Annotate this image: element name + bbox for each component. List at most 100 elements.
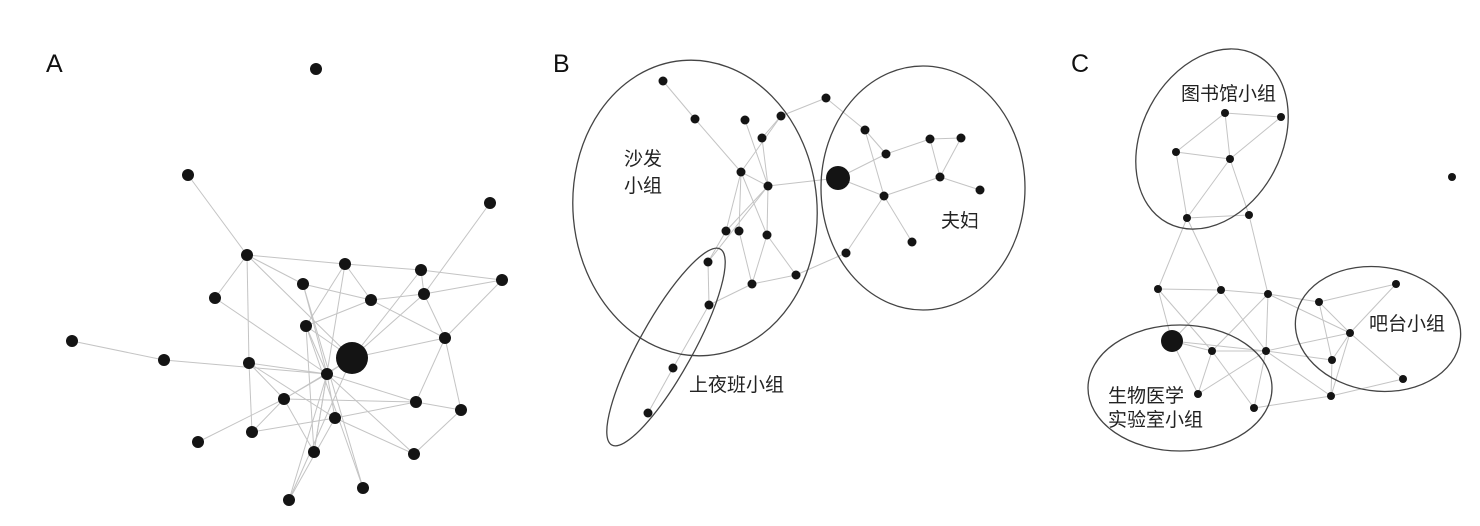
network-edge-a (288, 357, 353, 501)
network-edge-a (251, 398, 285, 433)
network-node-c (1194, 390, 1202, 398)
network-edge-b (672, 304, 710, 369)
group-label-biomed-lab-line1: 生物医学 (1108, 385, 1184, 407)
network-edge-a (302, 283, 372, 301)
network-edge-a (351, 293, 425, 359)
network-node-b (762, 230, 772, 240)
network-edge-c (1318, 301, 1351, 334)
network-node-a (283, 494, 295, 506)
network-edge-a (444, 279, 503, 339)
ego-node-a (336, 342, 368, 374)
network-edge-c (1157, 217, 1188, 290)
network-edge-a (370, 299, 446, 339)
network-edge-a (246, 254, 346, 265)
network-node-b (907, 237, 917, 247)
network-node-a (329, 412, 341, 424)
network-edge-c (1229, 158, 1250, 216)
network-edge-b (708, 283, 753, 306)
network-edge-b (707, 230, 727, 263)
network-edge-b (738, 230, 753, 285)
network-node-b (763, 181, 773, 191)
network-edge-c (1220, 289, 1269, 295)
network-edge-a (423, 202, 491, 295)
network-node-b (935, 172, 945, 182)
network-node-a (241, 249, 253, 261)
network-node-b (740, 115, 750, 125)
network-node-c (1277, 113, 1285, 121)
network-node-b (860, 125, 870, 135)
network-node-a (66, 335, 78, 347)
network-edge-c (1197, 350, 1267, 395)
network-edge-b (939, 137, 962, 178)
network-edge-b (725, 185, 769, 232)
network-edge-a (423, 279, 503, 295)
network-edge-a (288, 373, 328, 501)
network-node-c (1448, 173, 1456, 181)
network-node-c (1399, 375, 1407, 383)
network-node-c (1208, 347, 1216, 355)
group-label-sofa-line2: 小组 (624, 175, 662, 197)
network-edge-b (738, 171, 742, 232)
network-node-b (736, 167, 746, 177)
network-edge-a (326, 373, 336, 419)
network-node-a (410, 396, 422, 408)
network-edge-a (248, 362, 328, 375)
network-edge-c (1157, 288, 1222, 291)
network-edge-c (1330, 332, 1351, 397)
network-edge-b (647, 367, 674, 414)
network-edge-c (1330, 378, 1404, 397)
network-edge-c (1349, 332, 1404, 380)
network-node-b (658, 76, 668, 86)
network-node-b (879, 191, 889, 201)
network-node-a (455, 404, 467, 416)
network-edge-b (744, 119, 769, 187)
network-edge-a (251, 417, 336, 433)
network-node-b (956, 133, 966, 143)
network-node-c (1154, 285, 1162, 293)
network-edge-b (929, 137, 962, 140)
network-node-b (925, 134, 935, 144)
network-edge-a (351, 269, 422, 359)
network-edge-a (413, 409, 462, 455)
network-edge-b (883, 195, 913, 243)
network-node-b (734, 226, 744, 236)
network-edge-a (415, 337, 446, 403)
network-node-c (1328, 356, 1336, 364)
network-edge-a (334, 401, 417, 419)
network-node-a (484, 197, 496, 209)
network-edge-b (780, 97, 827, 117)
network-edge-c (1349, 283, 1397, 334)
group-label-couple: 夫妇 (941, 210, 979, 232)
network-edge-a (305, 325, 315, 453)
network-edge-b (883, 176, 941, 197)
network-node-a (300, 320, 312, 332)
network-edge-a (248, 362, 285, 400)
network-node-a (246, 426, 258, 438)
network-edge-c (1186, 214, 1250, 219)
network-node-b (704, 300, 714, 310)
network-edge-c (1265, 332, 1351, 352)
ego-node-c (1161, 330, 1183, 352)
network-node-c (1226, 155, 1234, 163)
network-edge-a (444, 337, 462, 411)
network-edge-b (740, 115, 782, 173)
network-node-b (776, 111, 786, 121)
network-node-c (1315, 298, 1323, 306)
network-node-b (690, 114, 700, 124)
network-edge-a (326, 373, 415, 455)
network-edge-c (1224, 112, 1282, 118)
network-edge-b (885, 138, 931, 155)
network-node-c (1392, 280, 1400, 288)
group-outline-couple (820, 65, 1026, 311)
group-outlines (572, 48, 1462, 452)
network-node-b (643, 408, 653, 418)
network-edge-a (246, 254, 304, 285)
network-edge-b (939, 176, 981, 191)
network-edge-c (1318, 301, 1333, 361)
group-label-bar: 吧台小组 (1369, 313, 1445, 335)
group-outline-biomed-lab (1087, 324, 1273, 452)
network-node-a (209, 292, 221, 304)
network-node-a (418, 288, 430, 300)
network-edge-a (415, 401, 462, 411)
